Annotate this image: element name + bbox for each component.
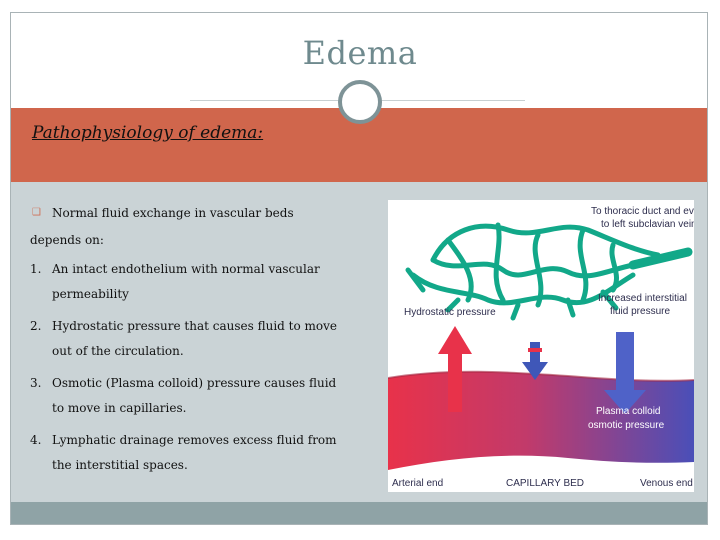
item-number-2: 2. xyxy=(30,319,42,333)
item-3-line-2: to move in capillaries. xyxy=(52,401,187,415)
intro-line-2: depends on: xyxy=(30,233,104,247)
capillary-diagram-svg: To thoracic duct and eventually to left … xyxy=(387,206,720,489)
item-1-line-1: An intact endothelium with normal vascul… xyxy=(52,262,320,276)
label-colloid-line-2: osmotic pressure xyxy=(588,420,665,431)
footer-bar xyxy=(11,502,707,524)
label-arterial-end: Arterial end xyxy=(392,478,443,489)
lymphatic-network xyxy=(405,222,693,321)
label-colloid-line-1: Plasma colloid xyxy=(596,406,660,417)
label-thoracic-line-1: To thoracic duct and eventually xyxy=(591,206,694,217)
title-divider-right xyxy=(380,100,525,101)
divider-circle-ornament xyxy=(338,80,382,124)
slide-title: Edema xyxy=(302,34,418,72)
colloid-pressure-arrow xyxy=(604,332,646,414)
item-2-line-2: out of the circulation. xyxy=(52,344,184,358)
slide-frame xyxy=(10,12,708,525)
title-divider-left xyxy=(190,100,340,101)
label-hydrostatic: Hydrostatic pressure xyxy=(404,307,496,318)
item-4-line-1: Lymphatic drainage removes excess fluid … xyxy=(52,433,337,447)
label-thoracic-line-2: to left subclavian vein xyxy=(601,219,694,230)
item-number-4: 4. xyxy=(30,433,42,447)
bullet-marker: ❑ xyxy=(32,207,41,218)
label-interstitial-line-2: fluid pressure xyxy=(610,306,670,317)
item-2-line-1: Hydrostatic pressure that causes fluid t… xyxy=(52,319,338,333)
label-venous-end: Venous end xyxy=(640,478,693,489)
hydrostatic-arrow xyxy=(438,326,472,412)
item-4-line-2: the interstitial spaces. xyxy=(52,458,188,472)
item-number-1: 1. xyxy=(30,262,42,276)
intro-line-1: Normal fluid exchange in vascular beds xyxy=(52,206,294,220)
section-heading: Pathophysiology of edema: xyxy=(32,123,264,143)
item-number-3: 3. xyxy=(30,376,42,390)
capillary-bed-diagram: To thoracic duct and eventually to left … xyxy=(387,200,720,492)
item-3-line-1: Osmotic (Plasma colloid) pressure causes… xyxy=(52,376,337,390)
interstitial-pressure-arrow xyxy=(522,342,548,380)
label-interstitial-line-1: Increased interstitial xyxy=(598,293,687,304)
label-capillary-bed: CAPILLARY BED xyxy=(506,478,584,489)
item-1-line-2: permeability xyxy=(52,287,129,301)
